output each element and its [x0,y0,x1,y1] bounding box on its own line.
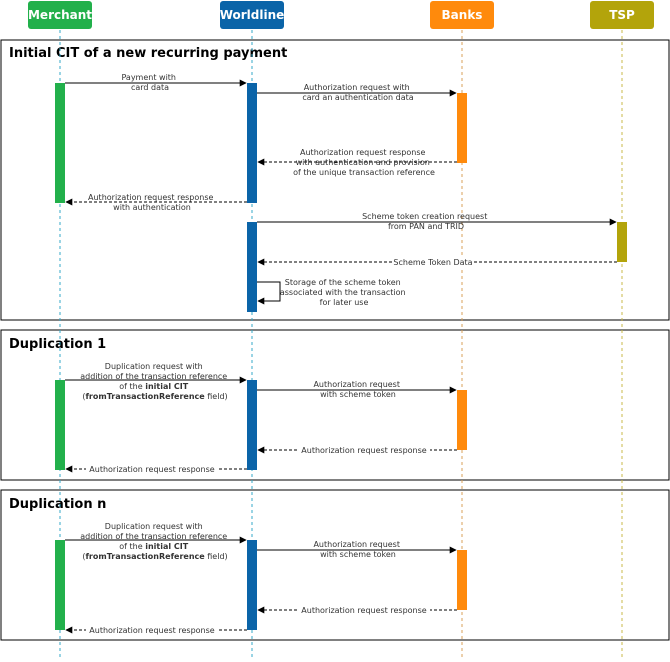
activation-merchant-dupn [55,540,65,630]
section-frame-initial [0,39,670,321]
actor-merchant: Merchant [28,1,92,29]
msg-dupn-auth-req-label: Authorization request with scheme token [313,540,402,559]
msg-auth-req-label: Authorization request with card an authe… [302,83,413,102]
section-frame-dupn [0,489,670,641]
activation-banks-1 [457,93,467,163]
activation-banks-dupn [457,550,467,610]
activation-worldline-dup1 [247,380,257,470]
activation-worldline-dupn [247,540,257,630]
section-title-dup1: Duplication 1 [9,337,106,352]
actor-worldline: Worldline [220,1,285,29]
msg-dupn-req-label: Duplication request with addition of the… [80,522,230,561]
msg-dupn-auth-resp-label: Authorization request response [301,606,426,615]
msg-storage-arrow [257,281,281,305]
msg-auth-resp-provision-label: Authorization request response with auth… [293,148,435,177]
msg-dup1-merchant-resp-label: Authorization request response [89,465,214,474]
msg-dup1-auth-req-label: Authorization request with scheme token [313,380,402,399]
msg-dup1-auth-resp-label: Authorization request response [301,446,426,455]
section-title-initial: Initial CIT of a new recurring payment [9,46,287,61]
msg-storage-label: Storage of the scheme token associated w… [280,278,408,307]
svg-text:Worldline: Worldline [220,8,285,22]
activation-merchant-1 [55,83,65,203]
actor-tsp: TSP [590,1,654,29]
msg-scheme-token-req-label: Scheme token creation request from PAN a… [362,212,490,231]
activation-merchant-dup1 [55,380,65,470]
msg-dup1-req-label: Duplication request with addition of the… [80,362,230,401]
activation-banks-dup1 [457,390,467,450]
msg-payment-label: Payment with card data [121,73,178,92]
section-frame-dup1 [0,329,670,481]
msg-dupn-merchant-resp-label: Authorization request response [89,626,214,635]
msg-auth-resp-auth-label: Authorization request response with auth… [88,193,216,212]
svg-text:Banks: Banks [442,8,483,22]
activation-worldline-1 [247,83,257,203]
actor-banks: Banks [430,1,494,29]
svg-text:TSP: TSP [609,8,635,22]
svg-text:Merchant: Merchant [28,8,92,22]
section-title-dupn: Duplication n [9,497,106,512]
activation-worldline-2 [247,222,257,312]
msg-scheme-token-data-label: Scheme Token Data [393,258,472,267]
activation-tsp-1 [617,222,627,262]
